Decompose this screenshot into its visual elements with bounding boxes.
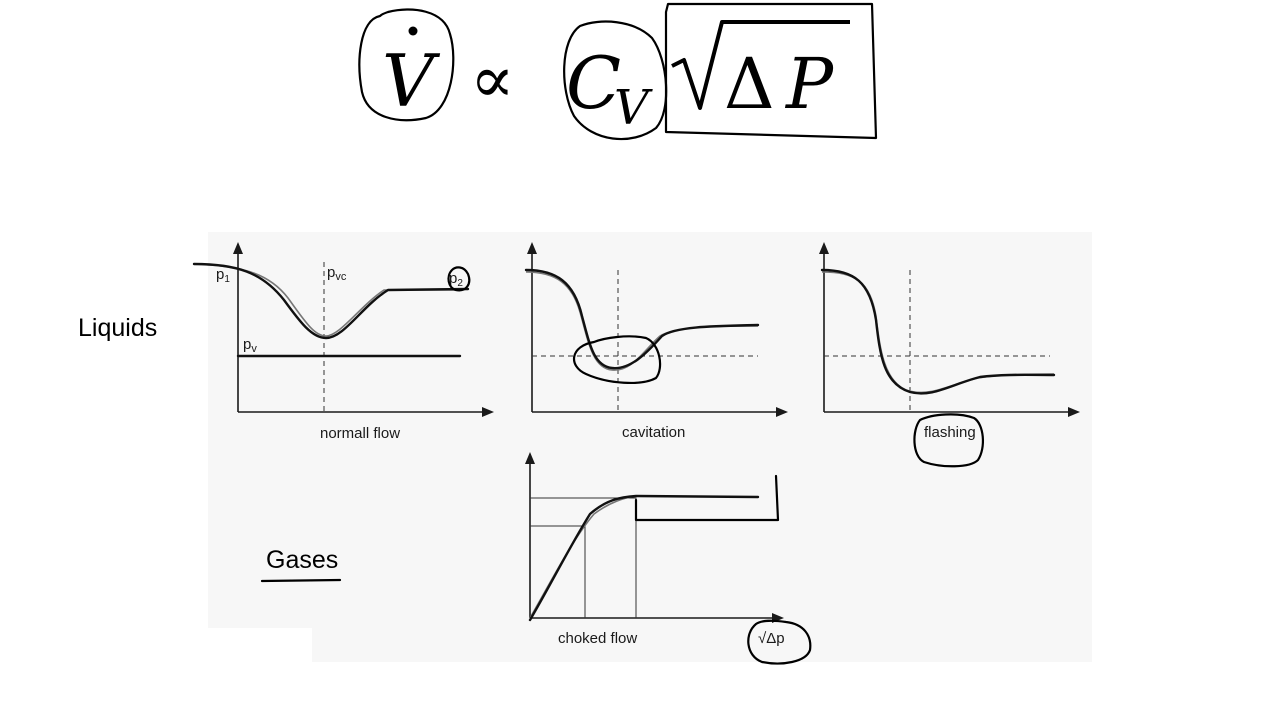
valve-coefficient-subscript: V (614, 80, 653, 136)
root-delta-p-circle-annotation (747, 619, 812, 665)
flashing-graph: flashing (819, 242, 1080, 468)
square-root-sign (671, 20, 850, 110)
flow-rate-dot (408, 26, 418, 36)
p1-label: p1 (216, 266, 230, 285)
gases-label: Gases (266, 546, 338, 574)
valve-coefficient-symbol: C (566, 41, 621, 125)
cavitation-zone-annotation (572, 335, 662, 385)
choked-plateau-annotation (634, 474, 780, 522)
y-axis-arrow (527, 242, 537, 254)
choked-x-axis-label: √Δp (758, 630, 785, 647)
pressure-symbol: P (784, 43, 835, 125)
p2-circle-annotation (447, 266, 471, 292)
choke-point-guides (530, 497, 637, 618)
p2-label: p2 (449, 270, 463, 289)
flow-curve (528, 494, 760, 622)
pv-label: pv (243, 336, 257, 355)
flow-rate-symbol: V (382, 39, 441, 123)
choked-flow-caption: choked flow (558, 630, 637, 647)
cavitation-graph: cavitation (524, 242, 788, 441)
liquids-label: Liquids (78, 314, 157, 342)
y-axis-arrow (233, 242, 243, 254)
equation: V ∝ C V Δ P (358, 2, 878, 141)
root-delta-p-box-annotation (664, 2, 878, 140)
x-axis-arrow (1068, 407, 1080, 417)
flow-rate-circle-annotation (358, 8, 455, 122)
pressure-curve (524, 268, 760, 370)
diagram-corner-patch (208, 628, 312, 668)
normal-flow-graph: p1 pvc pv p2 normall flow (192, 242, 494, 442)
x-axis-arrow (482, 407, 494, 417)
cavitation-caption: cavitation (622, 424, 685, 441)
x-axis-arrow (776, 407, 788, 417)
coefficient-circle-annotation (563, 20, 668, 141)
choked-flow-graph: choked flow √Δp (525, 452, 812, 665)
delta-symbol: Δ (724, 43, 775, 125)
pressure-curve (192, 262, 470, 340)
flashing-circle-annotation (913, 413, 984, 468)
gases-underline-annotation (260, 578, 342, 583)
diagram-background (208, 232, 1092, 662)
pressure-curve (820, 268, 1056, 395)
flashing-caption: flashing (924, 424, 976, 441)
normal-flow-caption: normall flow (320, 425, 400, 442)
pvc-label: pvc (327, 264, 347, 283)
y-axis-arrow (819, 242, 829, 254)
proportional-symbol: ∝ (470, 41, 515, 118)
y-axis-arrow (525, 452, 535, 464)
